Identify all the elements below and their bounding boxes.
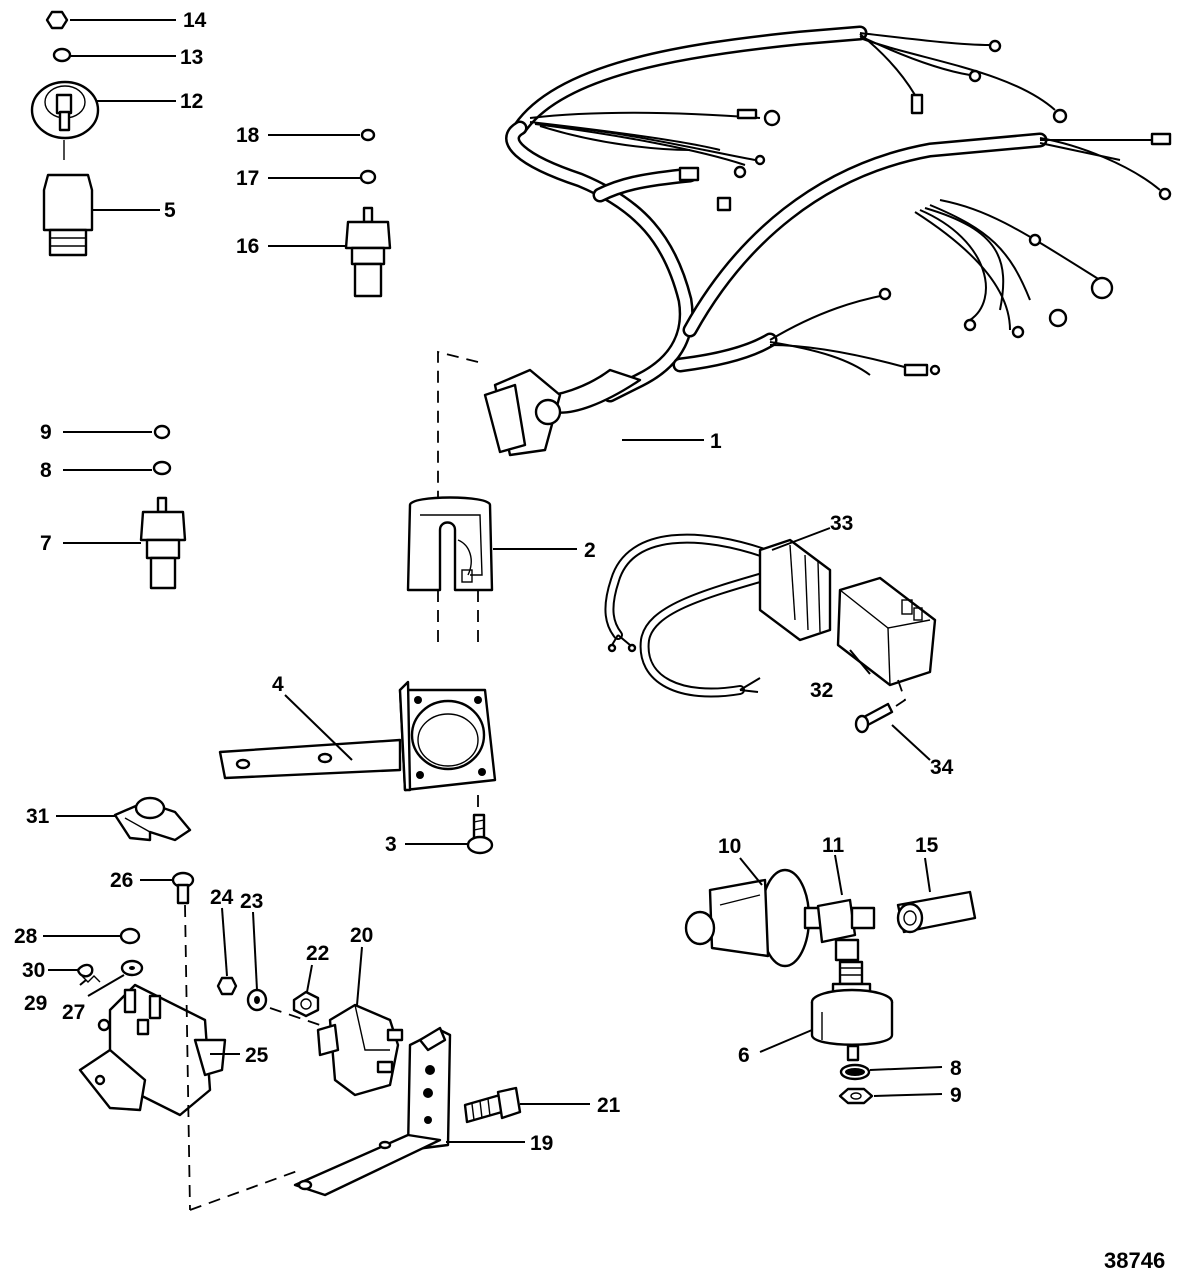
part-8-washer bbox=[152, 460, 172, 476]
callout-2: 2 bbox=[584, 539, 596, 562]
wiring-harness bbox=[483, 25, 1172, 457]
part-6-sender bbox=[810, 960, 894, 1062]
part-24-nut bbox=[216, 976, 238, 996]
callout-32: 32 bbox=[810, 679, 833, 702]
callout-8: 8 bbox=[40, 459, 52, 482]
callout-9: 9 bbox=[40, 421, 52, 444]
callout-10: 10 bbox=[718, 835, 741, 858]
callout-3: 3 bbox=[385, 833, 397, 856]
part-2-boot bbox=[406, 496, 494, 592]
part-11-tee bbox=[816, 898, 876, 962]
callout-11: 11 bbox=[822, 834, 845, 857]
part-13-washer bbox=[52, 47, 72, 63]
callout-15: 15 bbox=[915, 834, 939, 857]
part-34-screw bbox=[854, 702, 894, 734]
part-3-screw bbox=[466, 813, 494, 855]
callout-9b: 9 bbox=[950, 1084, 962, 1107]
callout-26: 26 bbox=[110, 869, 133, 892]
callout-33: 33 bbox=[830, 512, 853, 535]
part-10-switch bbox=[684, 868, 825, 968]
part-17-washer bbox=[359, 169, 377, 185]
part-9-nut bbox=[153, 424, 171, 440]
leader-lines bbox=[43, 19, 943, 1143]
callout-7: 7 bbox=[40, 532, 52, 555]
part-9-nut-b bbox=[838, 1087, 874, 1105]
part-28-washer bbox=[119, 927, 141, 945]
callout-labels: 14 13 12 5 18 17 16 9 8 7 1 2 33 32 34 4… bbox=[14, 9, 962, 1155]
callout-27: 27 bbox=[62, 1001, 85, 1024]
callout-4: 4 bbox=[272, 673, 284, 696]
callout-22: 22 bbox=[306, 942, 329, 965]
callout-24: 24 bbox=[210, 886, 234, 909]
part-27-washer bbox=[120, 959, 144, 977]
part-7-switch bbox=[139, 496, 187, 590]
part-29-spring bbox=[81, 975, 101, 983]
part-8-washer-b bbox=[839, 1063, 871, 1081]
part-15-coupling bbox=[896, 890, 977, 934]
part-4-bracket bbox=[218, 680, 497, 792]
part-32-module bbox=[836, 576, 937, 687]
callout-14: 14 bbox=[183, 9, 207, 32]
callout-8b: 8 bbox=[950, 1057, 962, 1080]
callout-19: 19 bbox=[530, 1132, 553, 1155]
part-22-nut bbox=[292, 990, 320, 1018]
part-33-harness bbox=[604, 533, 832, 698]
part-23-washer bbox=[246, 988, 268, 1012]
callout-28: 28 bbox=[14, 925, 38, 948]
callout-21: 21 bbox=[597, 1094, 621, 1117]
callout-13: 13 bbox=[180, 46, 203, 69]
part-26-bolt bbox=[171, 871, 195, 905]
callout-16: 16 bbox=[236, 235, 259, 258]
part-19-bracket bbox=[293, 1026, 452, 1197]
callout-23: 23 bbox=[240, 890, 263, 913]
callout-18: 18 bbox=[236, 124, 260, 147]
callout-31: 31 bbox=[26, 805, 50, 828]
part-18-nut bbox=[360, 128, 376, 142]
callout-6: 6 bbox=[738, 1044, 750, 1067]
callout-17: 17 bbox=[236, 167, 259, 190]
callout-30: 30 bbox=[22, 959, 45, 982]
callout-1: 1 bbox=[710, 430, 722, 453]
callout-29: 29 bbox=[24, 992, 47, 1015]
callout-25: 25 bbox=[245, 1044, 269, 1067]
figure-number: 38746 bbox=[1104, 1248, 1165, 1273]
part-20-relay bbox=[316, 1003, 404, 1097]
part-31-clamp bbox=[113, 796, 192, 842]
part-25-solenoid bbox=[78, 983, 227, 1117]
part-30-clip bbox=[76, 963, 94, 978]
part-12-sender bbox=[30, 80, 100, 140]
callout-12: 12 bbox=[180, 90, 203, 113]
part-21-bolt bbox=[463, 1086, 522, 1124]
callout-20: 20 bbox=[350, 924, 373, 947]
callout-5: 5 bbox=[164, 199, 176, 222]
part-16-switch bbox=[344, 206, 392, 298]
part-5-adapter bbox=[42, 173, 94, 257]
part-14-nut bbox=[45, 10, 69, 30]
callout-34: 34 bbox=[930, 756, 954, 779]
